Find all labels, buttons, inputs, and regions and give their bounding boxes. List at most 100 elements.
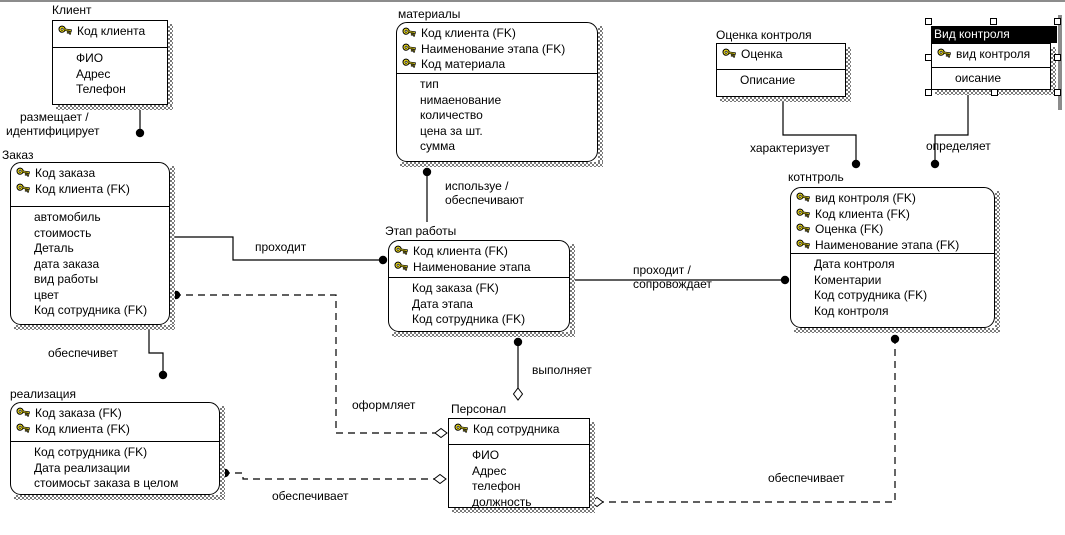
key-icon (58, 24, 72, 40)
attribute: телефон (472, 479, 521, 493)
attribute: Код сотрудника (FK) (412, 312, 526, 326)
relationship-vypolnyaet-label[interactable]: выполняет (532, 363, 592, 377)
key-icon (796, 207, 810, 223)
entity-shadow (598, 26, 603, 167)
entity-shadow (995, 191, 1000, 333)
attribute: Код сотрудника (FK) (814, 288, 928, 302)
key-attribute: Код материала (402, 57, 595, 73)
attribute: Код заказа (FK) (412, 281, 499, 295)
label-line: идентифицирует (6, 124, 100, 138)
relationship-line-ocenka-kontrol[interactable] (782, 97, 857, 167)
relationship-obespechivaet-realizacia-label[interactable]: обеспечивает (272, 489, 349, 503)
relationship-prohodit-label[interactable]: проходит (255, 240, 306, 254)
cardinality-dot-vid-kontrol (930, 159, 940, 169)
relationship-razmeshchaet-label[interactable]: размещает /идентифицирует (6, 110, 100, 138)
relationship-oformlyaet-label[interactable]: оформляет (352, 398, 415, 412)
attribute: ФИО (472, 448, 500, 462)
entity-title-ocenka[interactable]: Оценка контроля (716, 28, 812, 42)
entity-shadow (220, 406, 225, 500)
key-attribute: Код клиента (FK) (16, 182, 167, 198)
entity-title-bar-selected[interactable]: Вид контроля (931, 26, 1057, 43)
relationship-obespechivaet-kontrol-label[interactable]: обеспечивает (768, 471, 845, 485)
relationship-opredelyaet-label[interactable]: определяет (926, 139, 991, 153)
selection-handle[interactable] (991, 89, 998, 96)
key-attribute: Оценка (722, 47, 843, 63)
entity-key-area: Код клиента (53, 21, 167, 47)
entity-shadow (570, 244, 575, 337)
attribute: должность (472, 494, 532, 508)
entity-materialy[interactable]: Код клиента (FK)Наименование этапа (FK)К… (396, 22, 598, 162)
cardinality-dot-etap-personal (513, 337, 523, 347)
entity-kontrol[interactable]: вид контроля (FK)Код клиента (FK)Оценка … (790, 187, 995, 328)
entity-title-etap[interactable]: Этап работы (385, 224, 457, 238)
attribute: Дата реализации (34, 460, 131, 475)
selection-handle[interactable] (990, 18, 997, 25)
selection-handle[interactable] (1054, 89, 1061, 96)
attribute: стоимость (34, 225, 92, 240)
selection-handle[interactable] (925, 18, 932, 25)
selection-handle[interactable] (1054, 54, 1061, 61)
entity-shadow (14, 325, 175, 330)
relationship-line-zakaz-etap[interactable] (170, 236, 386, 261)
label-line: обеспечивает (768, 471, 845, 485)
optionality-diamond-realizacia-personal (433, 473, 447, 485)
attribute: стоимосьт заказа в целом (34, 476, 179, 490)
attribute: Описание (740, 73, 796, 87)
label-line: используе / (445, 179, 509, 193)
entity-title-personal[interactable]: Персонал (451, 402, 507, 416)
attribute: ФИО (76, 51, 104, 65)
entity-title-zakaz[interactable]: Заказ (2, 148, 34, 162)
key-icon (796, 191, 810, 207)
relationship-ispolzue-label[interactable]: используе /обеспечивают (445, 179, 524, 207)
key-attribute-label: Наименование этапа (FK) (421, 41, 566, 56)
relationship-line-zakaz-realizacia[interactable] (148, 330, 164, 378)
entity-key-area: Оценка (717, 44, 845, 69)
entity-title-materialy[interactable]: материалы (398, 7, 461, 21)
cardinality-dot-klient-zakaz (135, 128, 145, 138)
selection-handle[interactable] (925, 89, 932, 96)
entity-title-kontrol[interactable]: котнтроль (788, 170, 844, 184)
attribute: Дата этапа (412, 296, 473, 311)
attribute: дата заказа (34, 256, 100, 271)
relationship-line-realizacia-personal[interactable] (223, 472, 438, 480)
relationship-line-zakaz-personal[interactable] (174, 294, 441, 434)
relationship-prohodit-soprovozhdaet-label[interactable]: проходит /сопровождает (633, 263, 712, 291)
key-icon (937, 47, 951, 63)
entity-title-klient[interactable]: Клиент (52, 3, 92, 17)
entity-realizacia[interactable]: Код заказа (FK)Код клиента (FK)Код сотру… (10, 402, 220, 495)
cardinality-dot-zakaz-etap (378, 255, 388, 265)
selection-handle[interactable] (1054, 18, 1061, 25)
key-icon (16, 182, 30, 198)
label-line: выполняет (532, 363, 592, 377)
key-attribute-label: Код клиента (FK) (413, 244, 508, 258)
relationship-line-vid-kontrol[interactable] (934, 95, 969, 167)
label-line: обеспечивает (272, 489, 349, 503)
selection-handle[interactable] (925, 54, 932, 61)
key-attribute: вид контроля (FK) (796, 191, 992, 207)
label-line: проходит (255, 240, 307, 254)
attribute: Адрес (472, 463, 507, 478)
relationship-line-kontrol-personal[interactable] (600, 337, 896, 503)
attribute: нимаенование (420, 92, 502, 107)
entity-shadow (56, 105, 173, 110)
relationship-obespechivet-label[interactable]: обеспечивет (48, 346, 118, 360)
entity-key-area: Код заказа (FK)Код клиента (FK) (11, 403, 219, 441)
key-attribute: Код сотрудника (454, 422, 587, 438)
relationship-harakterizuet-label[interactable]: характеризует (750, 141, 830, 155)
entity-title-realizacia[interactable]: реализация (10, 387, 76, 401)
key-attribute: Наименование этапа (FK) (796, 238, 992, 254)
attribute: цвет (34, 287, 59, 302)
optionality-diamond-zakaz-personal (434, 427, 448, 439)
attribute: цена за шт. (420, 123, 483, 138)
cardinality-dot-ocenka-kontrol (851, 159, 861, 169)
entity-key-area: Код клиента (FK)Наименование этапа (FK)К… (397, 23, 597, 73)
key-icon (402, 26, 416, 42)
